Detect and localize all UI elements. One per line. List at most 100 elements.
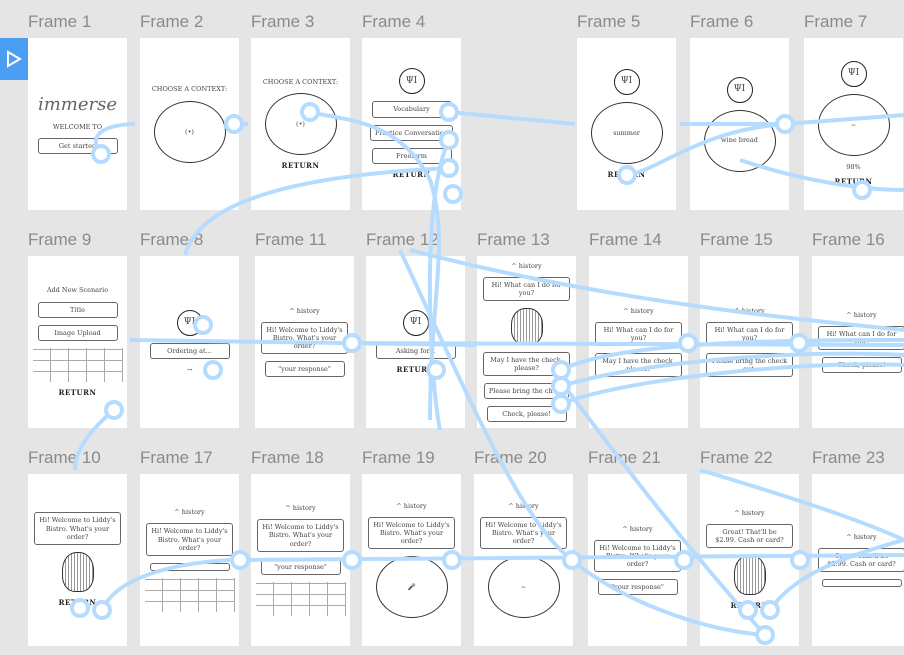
frame-label[interactable]: Frame 5 <box>577 12 641 31</box>
frame-label[interactable]: Frame 3 <box>251 12 315 31</box>
frame-label[interactable]: Frame 11 <box>255 230 327 249</box>
sketch-text: CHOOSE A CONTEXT: <box>262 77 339 86</box>
sketch-box: Hi! Welcome to Liddy's Bistro. What's yo… <box>146 523 233 556</box>
sketch-box <box>149 562 230 571</box>
sketch-text: ^ history <box>508 501 539 510</box>
sketch-box: Hi! What can I do for you? <box>706 321 793 347</box>
keyboard-sketch <box>255 581 346 616</box>
frame-10[interactable]: Hi! Welcome to Liddy's Bistro. What's yo… <box>28 474 127 646</box>
sketch-text: ^ history <box>174 508 205 517</box>
connection <box>448 110 576 126</box>
sketch-circle: (•) <box>153 100 226 163</box>
sketch-text: ^ history <box>396 501 427 510</box>
avatar <box>61 551 94 592</box>
frame-label[interactable]: Frame 13 <box>477 230 550 249</box>
sketch-text: ^ history <box>285 504 316 513</box>
frame-label[interactable]: Frame 18 <box>251 448 324 467</box>
sketch-box: Title <box>37 301 118 318</box>
sketch-box: Please bring the check out. <box>706 353 793 378</box>
sketch-box: Great! That'll be $2.99. Cash or card? <box>706 524 793 549</box>
sketch-box: Hi! Welcome to Liddy's Bistro. What's yo… <box>368 516 455 550</box>
frame-3[interactable]: CHOOSE A CONTEXT:(•)RETURN <box>251 38 350 210</box>
sketch-box: Hi! Welcome to Liddy's Bistro. What's yo… <box>34 512 121 545</box>
present-play-button[interactable] <box>0 38 28 80</box>
return-label: RETURN <box>607 169 646 179</box>
frame-7[interactable]: ΨI~98%RETURN <box>804 38 903 210</box>
sketch-text: ^ history <box>511 262 542 270</box>
frame-label[interactable]: Frame 17 <box>140 448 213 467</box>
sketch-box: Please bring the check <box>483 382 570 399</box>
sketch-box: Hi! Welcome to Liddy's Bistro. What's yo… <box>594 539 681 573</box>
sketch-text: immerse <box>37 93 118 115</box>
sketch-box: Get started <box>37 138 118 155</box>
sketch-text: Add New Scenario <box>46 286 109 295</box>
logo-icon: ΨI <box>726 76 753 103</box>
frame-label[interactable]: Frame 19 <box>362 448 435 467</box>
sketch-box: Asking for... <box>375 342 456 359</box>
return-label: RETURN <box>834 177 873 187</box>
sketch-box: Hi! Welcome to Liddy's Bistro. What's yo… <box>480 516 567 550</box>
frame-label[interactable]: Frame 16 <box>812 230 885 249</box>
logo-icon: ΨI <box>613 68 640 95</box>
frame-label[interactable]: Frame 10 <box>28 448 101 467</box>
keyboard-sketch <box>32 347 123 382</box>
frame-label[interactable]: Frame 1 <box>28 12 92 31</box>
sketch-box: Vocabulary <box>371 101 452 118</box>
logo-icon: ΨI <box>398 68 425 95</box>
sketch-text: ^ history <box>289 306 320 315</box>
frame-label[interactable]: Frame 2 <box>140 12 204 31</box>
avatar <box>510 308 543 345</box>
frame-12[interactable]: ΨI Asking for... RETURN <box>366 256 465 428</box>
sketch-box <box>821 579 902 588</box>
return-label: RETURN <box>58 597 97 607</box>
frame-label[interactable]: Frame 12 <box>366 230 439 249</box>
frame-label[interactable]: Frame 9 <box>28 230 92 249</box>
sketch-box: Check, please! <box>486 405 567 422</box>
frame-label[interactable]: Frame 20 <box>474 448 547 467</box>
logo-icon: ΨI <box>402 309 429 336</box>
frame-label[interactable]: Frame 4 <box>362 12 426 31</box>
frame-label[interactable]: Frame 21 <box>588 448 661 467</box>
frame-label[interactable]: Frame 7 <box>804 12 868 31</box>
sketch-box: May I have the check, please? <box>483 351 570 376</box>
sketch-box: "your response" <box>260 558 341 575</box>
frame-label[interactable]: Frame 22 <box>700 448 773 467</box>
frame-2[interactable]: CHOOSE A CONTEXT:(•) <box>140 38 239 210</box>
sketch-circle: ~ <box>817 94 890 157</box>
return-label: RETURN <box>396 364 435 374</box>
sketch-text: WELCOME TO <box>52 123 103 132</box>
logo-icon: ΨI <box>176 309 203 336</box>
sketch-text: ^ history <box>846 310 877 319</box>
sketch-text: ^ history <box>734 306 765 315</box>
sketch-box: Hi! What can I do for you? <box>595 321 682 347</box>
frame-label[interactable]: Frame 14 <box>589 230 662 249</box>
frame-label[interactable]: Frame 8 <box>140 230 204 249</box>
return-label: RETURN <box>281 160 320 170</box>
sketch-box: "your response" <box>264 361 345 378</box>
sketch-box: Practice Conversation <box>370 124 453 141</box>
frame-label[interactable]: Frame 6 <box>690 12 754 31</box>
sketch-text: ^ history <box>622 524 653 533</box>
sketch-circle: summer <box>590 101 663 164</box>
sketch-box: Hi! What can I do for you? <box>818 325 904 351</box>
frame-label[interactable]: Frame 23 <box>812 448 885 467</box>
frame-label[interactable]: Frame 15 <box>700 230 773 249</box>
